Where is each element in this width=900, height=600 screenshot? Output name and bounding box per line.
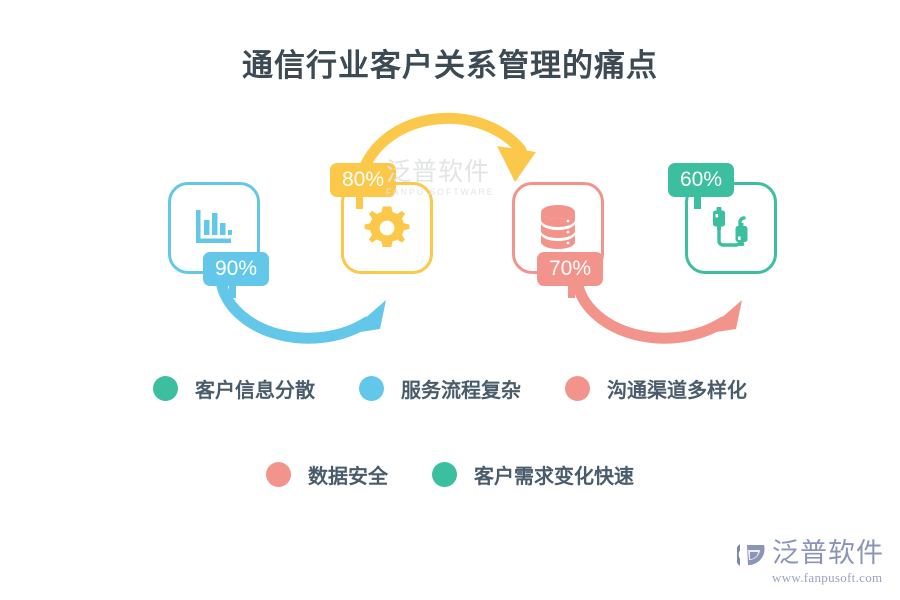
card-customer-info[interactable] [168,182,260,274]
legend-label: 客户信息分散 [195,380,315,402]
arrow-card1-to-card2 [216,280,386,344]
fanpu-logo-icon [734,541,767,574]
footer-brand-name: 泛普软件 [772,538,884,568]
badge-percent-4-label: 60% [680,168,723,191]
badge-tail [229,286,236,298]
legend-row-1: 客户信息分散 服务流程复杂 沟通渠道多样化 [0,374,900,403]
legend-item-customer-demand[interactable]: 客户需求变化快速 [432,460,634,489]
gear-icon [344,185,430,271]
database-icon [515,185,601,271]
legend-dot-icon [565,376,590,401]
legend-dot-icon [359,376,384,401]
badge-percent-3-label: 70% [549,257,592,280]
legend-item-service-process[interactable]: 服务流程复杂 [359,374,521,403]
badge-percent-1: 90% [203,252,270,298]
legend-dot-icon [266,462,291,487]
arrow-card3-to-card4 [572,280,742,344]
legend-label: 沟通渠道多样化 [607,380,747,402]
badge-tail [568,286,575,298]
legend-label: 数据安全 [308,466,388,488]
footer-logo-text: 泛普软件 www.fanpusoft.com [772,540,884,586]
badge-percent-2-label: 80% [342,168,385,191]
legend-item-customer-info[interactable]: 客户信息分散 [153,374,315,403]
badge-percent-1-label: 90% [215,257,258,280]
page-title: 通信行业客户关系管理的痛点 [242,48,658,83]
bar-chart-icon [171,185,257,271]
arrow-card2-to-card3 [355,112,536,186]
badge-tail [356,197,363,209]
card-service-process[interactable] [341,182,433,274]
legend-dot-icon [432,462,457,487]
legend-item-communication-channel[interactable]: 沟通渠道多样化 [565,374,747,403]
footer-url: www.fanpusoft.com [772,570,883,585]
footer-logo[interactable]: 泛普软件 www.fanpusoft.com [734,540,884,586]
badge-percent-3: 70% [537,252,604,298]
badge-percent-4: 60% [668,163,735,209]
usb-cable-icon [688,185,774,271]
legend-row-2: 数据安全 客户需求变化快速 [0,460,900,489]
badge-percent-2: 80% [330,163,397,209]
legend-label: 服务流程复杂 [401,380,521,402]
legend-dot-icon [153,376,178,401]
legend-item-data-security[interactable]: 数据安全 [266,460,388,489]
badge-tail [694,197,701,209]
legend-label: 客户需求变化快速 [474,466,634,488]
